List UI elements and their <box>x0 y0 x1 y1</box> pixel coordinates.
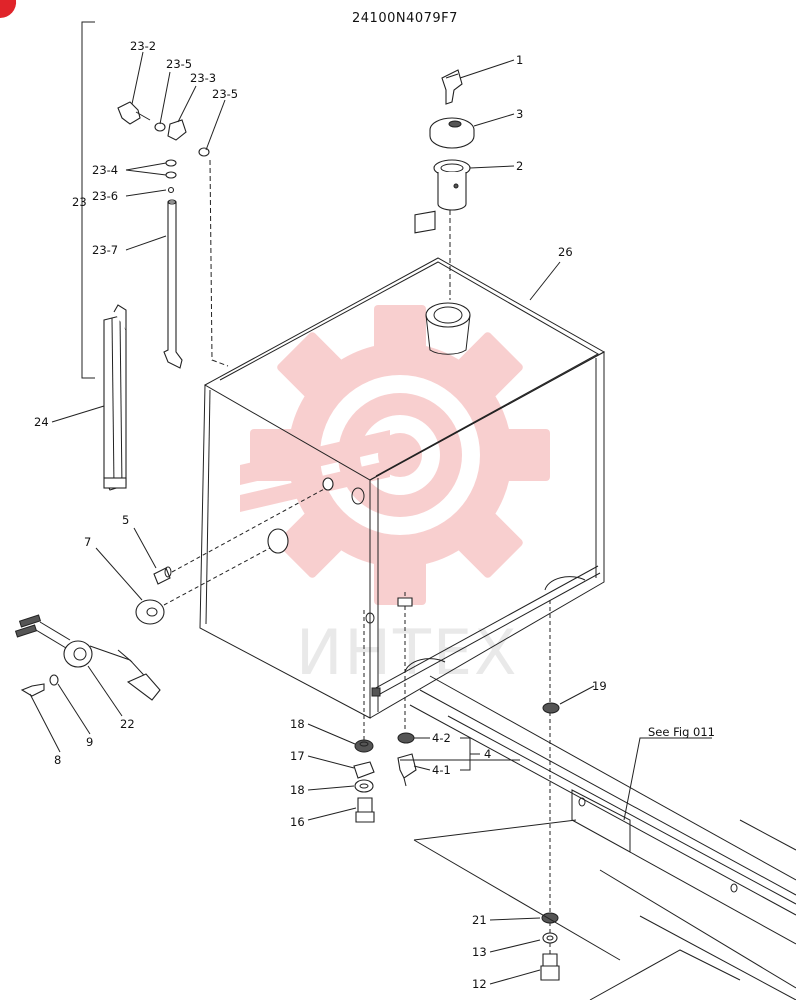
label-8: 8 <box>54 753 61 767</box>
label-26: 26 <box>558 245 573 259</box>
part-18-washer-lower <box>354 779 374 793</box>
label-16: 16 <box>290 815 305 829</box>
part-13-washer <box>542 932 558 944</box>
part-1-key <box>441 69 463 105</box>
label-23-5a: 23-5 <box>166 57 192 71</box>
label-12: 12 <box>472 977 487 991</box>
label-13: 13 <box>472 945 487 959</box>
label-18b: 18 <box>290 783 305 797</box>
part-16-bolt <box>355 797 375 823</box>
label-4-1: 4-1 <box>432 763 451 777</box>
part-19-washer <box>542 702 560 714</box>
label-22: 22 <box>120 717 135 731</box>
part-7-gasket <box>135 599 165 625</box>
label-21: 21 <box>472 913 487 927</box>
label-2: 2 <box>516 159 523 173</box>
machine-frame <box>400 675 796 1000</box>
label-3: 3 <box>516 107 523 121</box>
label-23-6: 23-6 <box>92 189 118 203</box>
part-2-strainer <box>433 159 471 211</box>
part-17-bracket <box>353 761 375 779</box>
label-1: 1 <box>516 53 523 67</box>
label-17: 17 <box>290 749 305 763</box>
drawing-number: 24100N4079F7 <box>352 11 458 26</box>
label-9: 9 <box>86 735 93 749</box>
part-labels: 1 3 2 26 23-2 23-5 23-3 23-5 23-4 23-6 2… <box>34 39 715 991</box>
label-24: 24 <box>34 415 49 429</box>
part-18-washer-upper <box>354 739 374 753</box>
part-9-washer <box>49 674 59 686</box>
label-19: 19 <box>592 679 607 693</box>
watermark-logo: ИНТЕХ <box>240 305 550 689</box>
label-23-7: 23-7 <box>92 243 118 257</box>
label-4-2: 4-2 <box>432 731 451 745</box>
label-23-4: 23-4 <box>92 163 118 177</box>
part-21-washer <box>541 912 559 924</box>
leader-lines <box>29 51 712 985</box>
reference-note: See Fig 011 <box>648 725 715 739</box>
part-8-screw <box>20 683 45 697</box>
part-12-bolt <box>540 953 560 981</box>
part-24-level-gauge <box>103 304 127 491</box>
fuel-tank <box>199 210 606 719</box>
corner-mark <box>0 0 17 19</box>
part-23-assembly <box>81 21 229 379</box>
label-5: 5 <box>122 513 129 527</box>
part-5-plug <box>153 566 172 585</box>
part-22-fuel-sender <box>14 614 161 701</box>
watermark-text: ИНТЕХ <box>296 616 519 689</box>
label-23-5b: 23-5 <box>212 87 238 101</box>
part-3-cap <box>429 117 475 149</box>
label-23-2: 23-2 <box>130 39 156 53</box>
label-4: 4 <box>484 747 491 761</box>
label-7: 7 <box>84 535 91 549</box>
label-23-3: 23-3 <box>190 71 216 85</box>
label-23: 23 <box>72 195 87 209</box>
label-18a: 18 <box>290 717 305 731</box>
